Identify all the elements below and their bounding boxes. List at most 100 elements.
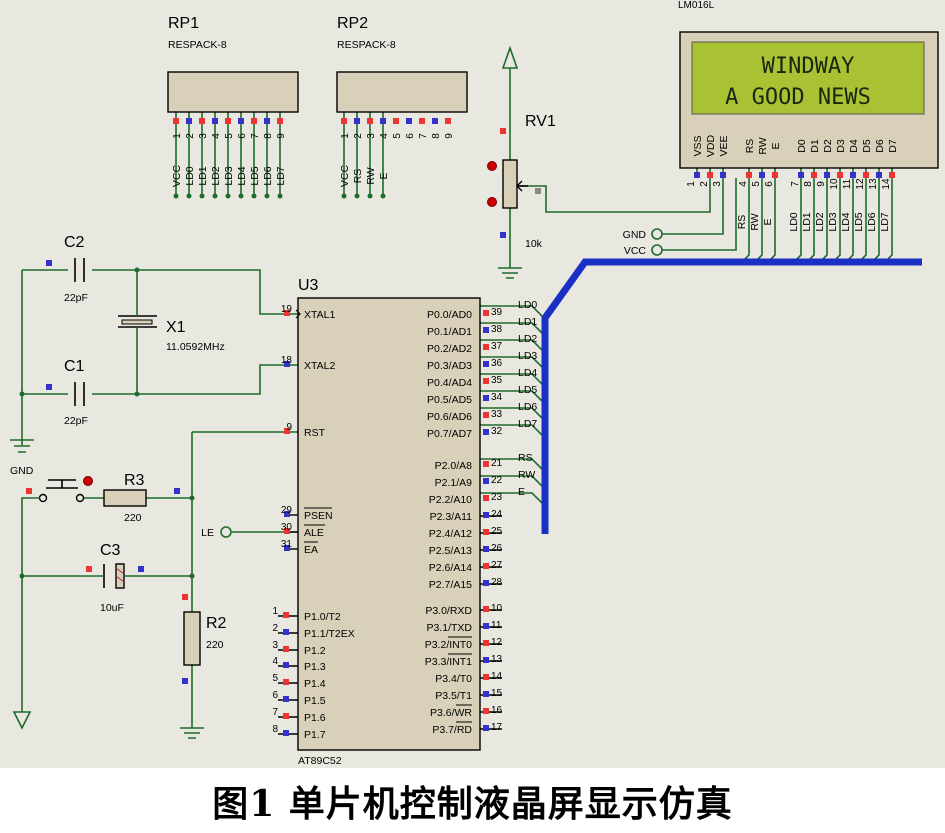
net-label: LD7 — [518, 418, 537, 430]
pin-marker — [483, 529, 489, 535]
pin-marker — [46, 260, 52, 266]
data-bus — [541, 258, 922, 534]
rv1-ref: RV1 — [525, 113, 556, 130]
pin-number: 17 — [491, 722, 503, 733]
pin-marker — [483, 563, 489, 569]
pin-number: 6 — [237, 133, 248, 139]
lcd-pin-number: 2 — [699, 181, 710, 187]
pin-marker — [889, 172, 895, 178]
pin-number: 10 — [491, 603, 503, 614]
rp2-ref: RP2 — [337, 15, 368, 32]
gnd-terminal-icon — [651, 228, 663, 240]
pin-number: 28 — [491, 577, 503, 588]
r2-body — [183, 611, 201, 666]
u3-pin-name: P0.1/AD1 — [427, 326, 472, 338]
r3-body — [103, 489, 147, 507]
lcd-pin-number: 9 — [816, 181, 827, 187]
net-label: LD2 — [814, 212, 826, 231]
pin-number: 8 — [272, 724, 278, 735]
net-label: LD6 — [262, 166, 274, 185]
c3-value: 10uF — [100, 602, 124, 614]
lcd-pins: VSS1VDD2VEE3RS4RW5E6D07D18D29D310D411D51… — [686, 134, 899, 189]
net-label: E — [518, 486, 525, 498]
pin-marker — [746, 172, 752, 178]
net-label: VCC — [339, 164, 351, 187]
pin-number: 5 — [224, 133, 235, 139]
junction-dot — [238, 193, 244, 199]
lcd-pin-label: VDD — [705, 134, 717, 157]
pin-marker — [212, 118, 218, 124]
lcd-pin-number: 12 — [855, 178, 866, 190]
junction-dot — [19, 573, 25, 579]
pin-marker — [283, 713, 289, 719]
pin-marker — [824, 172, 830, 178]
c1-symbol — [74, 382, 85, 406]
pin-marker — [483, 725, 489, 731]
pin-number: 21 — [491, 458, 503, 469]
r2-ref: R2 — [206, 615, 227, 632]
pin-number: 32 — [491, 426, 503, 437]
lcd-line-2: A GOOD NEWS — [725, 85, 871, 110]
rp2-value: RESPACK-8 — [337, 39, 396, 51]
pin-number: 16 — [491, 705, 503, 716]
lcd-pin-number: 7 — [790, 181, 801, 187]
net-label: LD4 — [518, 367, 537, 379]
rv1-body — [502, 159, 518, 209]
u3-part: AT89C52 — [298, 755, 342, 767]
pin-marker — [238, 118, 244, 124]
junction-dot — [225, 193, 231, 199]
pin-number: 29 — [281, 505, 293, 516]
net-label: E — [762, 218, 774, 225]
lcd-pin-label: VSS — [692, 135, 704, 156]
net-label: LD5 — [249, 166, 261, 185]
u3-pin-name: P2.1/A9 — [435, 477, 473, 489]
u3-pin-name: P0.6/AD6 — [427, 411, 472, 423]
lcd-pin-label: RS — [744, 139, 756, 154]
net-label: LD6 — [518, 401, 537, 413]
pin-number: 22 — [491, 475, 503, 486]
pin-marker — [283, 679, 289, 685]
pin-marker — [694, 172, 700, 178]
u3-pin-name: P1.5 — [304, 695, 326, 707]
pin-marker — [483, 640, 489, 646]
pin-number: 6 — [272, 690, 278, 701]
x1-value: 11.0592MHz — [166, 341, 225, 353]
c2-symbol — [74, 258, 85, 282]
pin-number: 39 — [491, 307, 503, 318]
reset-button-icon — [46, 479, 78, 489]
net-label: RW — [518, 469, 535, 481]
pin-number: 37 — [491, 341, 503, 352]
lcd-pin-label: RW — [757, 137, 769, 154]
junction-dot — [189, 495, 195, 501]
c1-value: 22pF — [64, 415, 88, 427]
pin-marker — [199, 118, 205, 124]
pin-marker — [284, 528, 290, 534]
switch-contact-icon — [75, 493, 85, 503]
u3-pin-name: P2.4/A12 — [429, 528, 472, 540]
pin-marker — [46, 384, 52, 390]
pin-marker — [251, 118, 257, 124]
power-arrow-icon — [12, 711, 32, 730]
r2-value: 220 — [206, 639, 224, 651]
pin-marker — [182, 678, 188, 684]
u3-pin-name: PSEN — [304, 510, 333, 522]
pin-marker — [483, 378, 489, 384]
u3-pin-name: P1.3 — [304, 661, 326, 673]
net-label: LD5 — [853, 212, 865, 231]
u3-pin-name: P2.3/A11 — [430, 511, 473, 523]
u3-pin-name: P1.6 — [304, 712, 326, 724]
pin-marker — [483, 327, 489, 333]
junction-dot — [134, 267, 140, 273]
pin-marker — [483, 395, 489, 401]
pin-number: 25 — [491, 526, 503, 537]
pin-marker — [759, 172, 765, 178]
switch-contact-icon — [38, 493, 48, 503]
net-label: LD3 — [827, 212, 839, 231]
pin-marker — [811, 172, 817, 178]
rv1-value: 10k — [525, 238, 543, 250]
junction-dot — [134, 391, 140, 397]
pin-marker — [264, 118, 270, 124]
u3-pin-name: P1.0/T2 — [304, 611, 341, 623]
u3-pin-name: P0.5/AD5 — [427, 394, 472, 406]
